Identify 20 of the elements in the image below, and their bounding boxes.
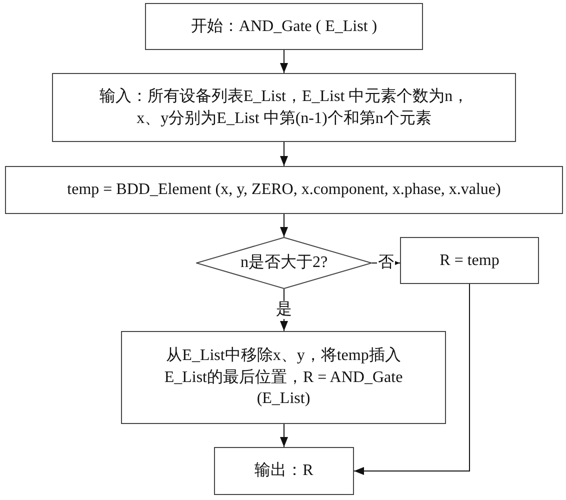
process-box bbox=[5, 166, 563, 214]
step-text: R = temp bbox=[440, 250, 500, 271]
process-box bbox=[52, 73, 516, 142]
process-box bbox=[145, 3, 423, 50]
arrow bbox=[354, 284, 470, 475]
step-text: 输入：所有设备列表E_List，E_List 中元素个数为n， x、y分别为E_List 中第(n-1)个和第n个元素 bbox=[98, 86, 470, 128]
step-text: 开始：AND_Gate ( E_List ) bbox=[190, 16, 378, 37]
arrow bbox=[280, 142, 288, 166]
process-box bbox=[121, 331, 446, 424]
process-box bbox=[400, 237, 539, 284]
condition-text: n是否大于2? bbox=[240, 252, 328, 274]
edge-label: 否 bbox=[377, 254, 395, 272]
arrow bbox=[280, 424, 288, 448]
step-text: 输出：R bbox=[254, 460, 314, 482]
step-text: temp = BDD_Element (x, y, ZERO, x.component, x.phase, x.value) bbox=[67, 180, 501, 200]
arrow bbox=[280, 50, 288, 74]
step-text: 从E_List中移除x、y，将temp插入E_List的最后位置，R = AND_Gate (E_List) bbox=[163, 346, 404, 410]
process-box bbox=[214, 447, 354, 495]
edge-label: 是 bbox=[275, 301, 293, 319]
arrow bbox=[280, 214, 288, 238]
